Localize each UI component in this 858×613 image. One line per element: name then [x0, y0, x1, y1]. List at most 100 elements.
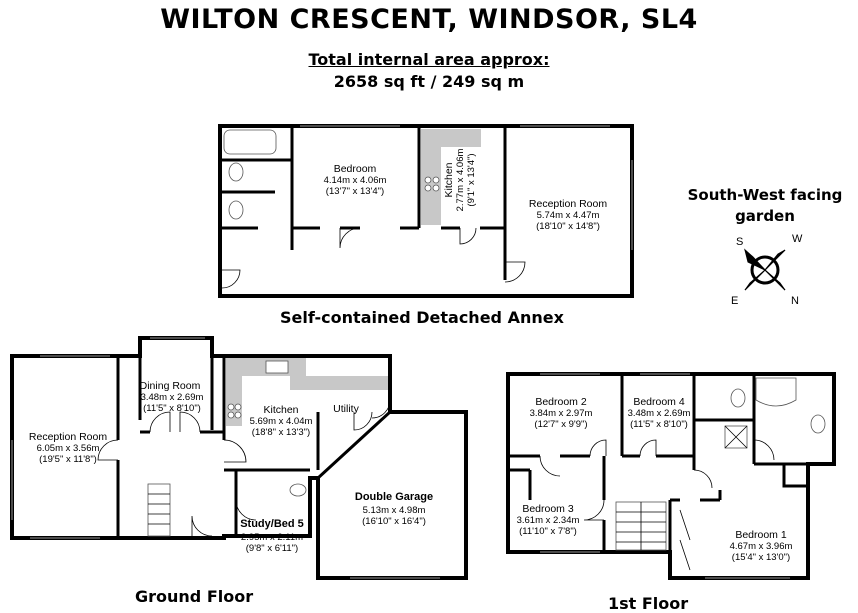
first-bedroom4-imperial: (11'5" x 8'10")	[630, 419, 688, 430]
ground-floor-label: Ground Floor	[135, 587, 254, 606]
first-bedroom1-name: Bedroom 1	[735, 529, 787, 541]
first-wc	[810, 414, 826, 434]
first-wall	[782, 464, 808, 488]
area-value: 2658 sq ft / 249 sq m	[333, 72, 525, 91]
annex-reception-imperial: (18'10" x 14'8")	[536, 221, 600, 232]
ground-reception-name: Reception Room	[29, 431, 107, 443]
orientation-label-line2: garden	[735, 207, 795, 225]
first-door	[753, 439, 775, 461]
ground-study-imperial: (9'8" x 6'11")	[246, 543, 298, 554]
annex-reception-name: Reception Room	[529, 198, 607, 210]
compass-icon: S W E N	[731, 233, 803, 307]
ground-garage-metric: 5.13m x 4.98m	[363, 505, 426, 516]
first-wardrobe	[679, 509, 691, 571]
first-door	[639, 439, 657, 457]
annex-wall	[441, 126, 507, 280]
annex-kitchen-imperial: (9'1" x 13'4")	[466, 153, 477, 206]
first-stairs	[615, 501, 667, 551]
first-wall	[668, 490, 722, 552]
ground-kitchen-name: Kitchen	[263, 404, 298, 416]
orientation-label-line1: South-West facing	[687, 186, 843, 204]
ground-stairs	[147, 483, 171, 537]
annex-bedroom-name: Bedroom	[334, 163, 377, 175]
annex-label: Self-contained Detached Annex	[280, 308, 564, 327]
annex-hob	[424, 176, 440, 192]
ground-reception-imperial: (19'5" x 11'8")	[39, 454, 97, 465]
ground-door	[371, 399, 391, 419]
first-floor-plan: Bedroom 2 3.84m x 2.97m (12'7" x 9'9") B…	[506, 372, 836, 580]
annex-entrance-door	[221, 269, 241, 289]
compass-e: E	[731, 295, 738, 307]
ground-door	[353, 411, 373, 431]
annex-door	[459, 227, 477, 245]
ground-kitchen-imperial: (18'8" x 13'3")	[252, 427, 310, 438]
ground-study-name: Study/Bed 5	[240, 518, 304, 530]
ground-door	[223, 439, 247, 463]
first-wall	[692, 374, 808, 470]
first-bedroom1-metric: 4.67m x 3.96m	[730, 541, 793, 552]
ground-kitchen-metric: 5.69m x 4.04m	[250, 416, 313, 427]
ground-wall	[138, 356, 224, 434]
ground-dining-imperial: (11'5" x 8'10")	[143, 403, 201, 414]
area-heading: Total internal area approx:	[308, 50, 550, 69]
first-bedroom2-name: Bedroom 2	[535, 396, 587, 408]
ground-door	[235, 499, 257, 521]
first-door	[589, 439, 607, 457]
annex-wc	[228, 200, 244, 220]
first-wall	[508, 456, 606, 552]
annex-wall	[292, 126, 421, 230]
annex-outer-wall	[218, 124, 634, 298]
first-bedroom3-imperial: (11'10" x 7'8")	[519, 526, 577, 537]
ground-study-metric: 2.95m x 2.11m	[241, 532, 303, 543]
first-bedroom3-name: Bedroom 3	[522, 503, 574, 515]
first-wall	[508, 374, 694, 458]
first-bedroom3-metric: 3.61m x 2.34m	[517, 515, 580, 526]
first-bedroom1-imperial: (15'4" x 13'0")	[732, 552, 790, 563]
ground-double-door	[149, 411, 201, 433]
ground-wc	[289, 483, 307, 497]
ground-reception-metric: 6.05m x 3.56m	[37, 443, 100, 454]
annex-door	[339, 227, 361, 249]
page-title: WILTON CRESCENT, WINDSOR, SL4	[160, 4, 698, 35]
orientation-label: South-West facing garden	[680, 185, 850, 227]
first-bedroom2-imperial: (12'7" x 9'9")	[534, 419, 587, 430]
ground-kitchen-hob	[227, 403, 242, 419]
ground-front-door	[191, 515, 213, 537]
annex-wall	[222, 158, 292, 230]
ground-garage-imperial: (16'10" x 16'4")	[362, 516, 426, 527]
ground-wall	[316, 410, 392, 480]
annex-kitchen-worktop	[421, 129, 441, 225]
ground-floor-plan: Reception Room 6.05m x 3.56m (19'5" x 11…	[10, 336, 468, 580]
first-corner-bath	[755, 377, 797, 407]
ground-kitchen-worktop	[290, 376, 390, 390]
annex-bedroom-imperial: (13'7" x 13'4")	[326, 186, 384, 197]
ground-dining-name: Dining Room	[140, 380, 201, 392]
first-door	[539, 455, 561, 477]
ground-door	[97, 439, 119, 461]
annex-reception-metric: 5.74m x 4.47m	[537, 210, 600, 221]
annex-plan: Bedroom 4.14m x 4.06m (13'7" x 13'4") Ki…	[218, 124, 634, 298]
ground-utility-name: Utility	[333, 403, 359, 415]
compass-w: W	[792, 233, 803, 245]
first-door	[693, 469, 713, 489]
first-bedroom4-metric: 3.48m x 2.69m	[628, 408, 691, 419]
ground-dining-metric: 3.48m x 2.69m	[141, 392, 204, 403]
annex-bedroom-metric: 4.14m x 4.06m	[324, 175, 387, 186]
annex-wc	[228, 162, 244, 182]
annex-kitchen-worktop-top	[421, 129, 481, 147]
first-bedroom2-metric: 3.84m x 2.97m	[530, 408, 593, 419]
annex-door	[504, 261, 526, 283]
compass-s: S	[736, 236, 743, 248]
annex-kitchen-label: Kitchen 2.77m x 4.06m (9'1" x 13'4")	[443, 149, 477, 212]
first-bedroom4-name: Bedroom 4	[633, 396, 685, 408]
first-door	[583, 499, 605, 521]
annex-kitchen-name: Kitchen	[443, 162, 455, 197]
ground-kitchen-sink	[265, 360, 289, 374]
ground-garage-name: Double Garage	[355, 491, 433, 503]
annex-kitchen-metric: 2.77m x 4.06m	[455, 149, 466, 212]
first-wc	[730, 388, 746, 408]
compass-n: N	[791, 295, 799, 307]
annex-bath	[223, 129, 277, 155]
first-floor-label: 1st Floor	[608, 594, 689, 613]
